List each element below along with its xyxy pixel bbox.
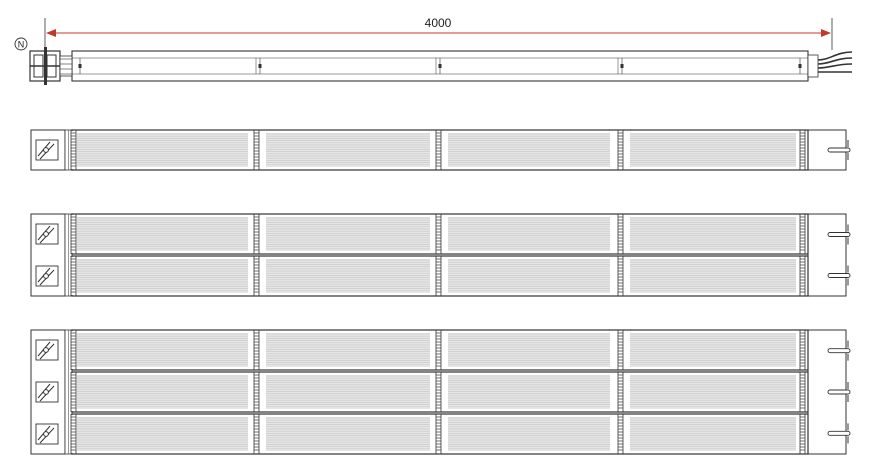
cable-wire bbox=[817, 63, 853, 69]
end-cap-lug bbox=[827, 273, 851, 278]
end-cap-right bbox=[807, 213, 851, 297]
joint-bay bbox=[71, 215, 76, 253]
joint-bay bbox=[800, 331, 805, 369]
top-view-joint-dot bbox=[258, 64, 262, 68]
joint-bay bbox=[618, 415, 623, 453]
top-view-joint-dot bbox=[78, 64, 82, 68]
connector-symbol bbox=[35, 139, 59, 161]
connector-symbol bbox=[35, 381, 59, 403]
end-cap-lug bbox=[827, 389, 851, 395]
end-cap-lug bbox=[827, 147, 851, 153]
joint-bay bbox=[800, 373, 805, 411]
joint-bay bbox=[71, 415, 76, 453]
busbar bbox=[70, 413, 809, 455]
joint-bay bbox=[618, 257, 623, 295]
end-cap-lug bbox=[827, 232, 851, 237]
connector-screw bbox=[43, 273, 49, 279]
busbar bbox=[70, 213, 809, 255]
side-views bbox=[30, 129, 851, 455]
joint-bay bbox=[800, 415, 805, 453]
connector-symbol bbox=[35, 223, 59, 245]
joint-bay bbox=[618, 373, 623, 411]
top-view-joint-dot bbox=[438, 64, 442, 68]
connector-screw bbox=[43, 347, 49, 353]
joint-bay bbox=[436, 415, 441, 453]
joint-bay bbox=[254, 215, 259, 253]
busbar bbox=[70, 329, 809, 371]
joint-bay bbox=[618, 215, 623, 253]
cable-wire bbox=[817, 51, 853, 61]
joint-bay bbox=[436, 131, 441, 169]
busbar bbox=[70, 371, 809, 413]
connector-symbol bbox=[35, 265, 59, 287]
dimension-label: 4000 bbox=[425, 16, 452, 30]
joint-bay bbox=[800, 131, 805, 169]
side-view-triple bbox=[30, 329, 851, 455]
neutral-marker: N bbox=[14, 37, 28, 51]
connector-symbol bbox=[35, 339, 59, 361]
joint-bay bbox=[71, 257, 76, 295]
terminal-neck bbox=[59, 55, 73, 77]
joint-bay bbox=[436, 257, 441, 295]
joint-bay bbox=[800, 215, 805, 253]
joint-bay bbox=[254, 331, 259, 369]
connector-symbol bbox=[35, 423, 59, 445]
cable-wire bbox=[817, 57, 853, 65]
joint-bay bbox=[254, 257, 259, 295]
joint-bay bbox=[618, 131, 623, 169]
joint-bay bbox=[436, 373, 441, 411]
end-cap-right bbox=[807, 329, 851, 455]
connector-screw bbox=[43, 147, 49, 153]
joint-bay bbox=[71, 331, 76, 369]
connector-screw bbox=[43, 389, 49, 395]
dimension-annotation: 4000 bbox=[44, 16, 833, 50]
side-view-single bbox=[30, 129, 851, 171]
end-cap-right-frame bbox=[807, 213, 847, 297]
cable-gland bbox=[807, 54, 819, 78]
joint-bay bbox=[254, 131, 259, 169]
side-view-double bbox=[30, 213, 851, 297]
joint-bay bbox=[71, 373, 76, 411]
top-view-joint-dot bbox=[798, 64, 802, 68]
terminal-pin bbox=[44, 47, 47, 85]
busbar bbox=[70, 255, 809, 297]
joint-bay bbox=[254, 373, 259, 411]
joint-bay bbox=[800, 257, 805, 295]
joint-bay bbox=[436, 331, 441, 369]
joint-bay bbox=[71, 131, 76, 169]
top-view bbox=[29, 47, 853, 85]
busbar bbox=[70, 129, 809, 171]
connector-screw bbox=[43, 431, 49, 437]
joint-bay bbox=[618, 331, 623, 369]
joint-bay bbox=[254, 415, 259, 453]
connector-screw bbox=[43, 231, 49, 237]
joint-bay bbox=[436, 215, 441, 253]
end-cap-right bbox=[807, 129, 851, 171]
top-view-left-terminal bbox=[29, 47, 73, 85]
neutral-label: N bbox=[18, 40, 25, 50]
top-view-joint-dot bbox=[620, 64, 624, 68]
top-view-cable-fanout bbox=[807, 51, 853, 78]
end-cap-lug bbox=[827, 430, 851, 436]
end-cap-lug bbox=[827, 348, 851, 354]
